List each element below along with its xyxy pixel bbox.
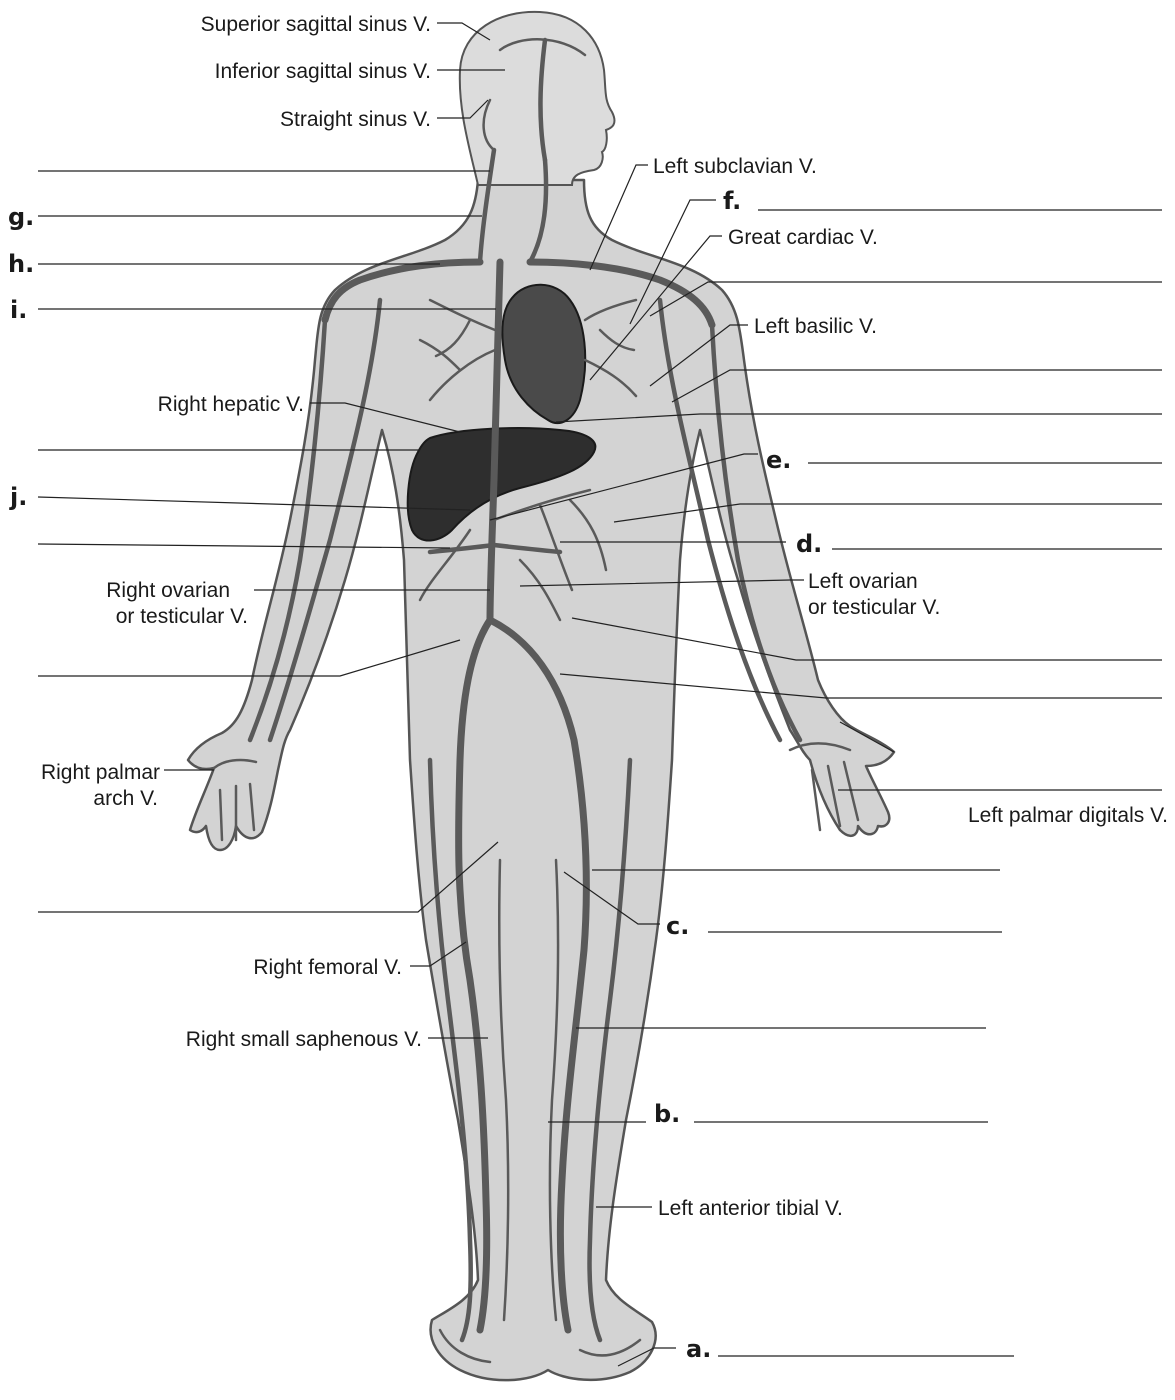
label-left-palmar-digitals: Left palmar digitals V.: [968, 804, 1168, 827]
label-left-ovarian-line1: Left ovarian: [808, 570, 918, 593]
leader-left-right-676: [38, 640, 460, 676]
letter-i: i.: [10, 296, 27, 324]
letter-a: a.: [686, 1335, 711, 1363]
label-right-femoral: Right femoral V.: [253, 956, 402, 979]
label-right-ovarian-line1: Right ovarian: [106, 579, 230, 602]
letter-h: h.: [8, 250, 34, 278]
label-left-ovarian-line2: or testicular V.: [808, 596, 940, 619]
label-great-cardiac: Great cardiac V.: [728, 226, 878, 249]
label-right-hepatic: Right hepatic V.: [158, 393, 304, 416]
label-inferior-sagittal-sinus: Inferior sagittal sinus V.: [215, 60, 431, 83]
label-left-basilic: Left basilic V.: [754, 315, 877, 338]
label-right-palmar-arch-line1: Right palmar: [41, 761, 160, 784]
letter-f: f.: [723, 187, 741, 215]
label-straight-sinus: Straight sinus V.: [280, 108, 431, 131]
label-right-ovarian-line2: or testicular V.: [116, 605, 248, 628]
label-right-small-saphenous: Right small saphenous V.: [186, 1028, 422, 1051]
letter-d: d.: [796, 530, 822, 558]
letter-b: b.: [654, 1100, 680, 1128]
label-right-palmar-arch-line2: arch V.: [93, 787, 158, 810]
label-superior-sagittal-sinus: Superior sagittal sinus V.: [201, 13, 431, 36]
letter-g: g.: [8, 203, 34, 231]
label-left-anterior-tibial: Left anterior tibial V.: [658, 1197, 843, 1220]
letter-j: j.: [9, 483, 27, 511]
body-silhouette: [188, 12, 894, 1380]
letter-c: c.: [666, 912, 689, 940]
label-left-subclavian: Left subclavian V.: [653, 155, 817, 178]
letter-e: e.: [766, 446, 791, 474]
head-outline: [460, 12, 615, 185]
blank-line-left-544: [38, 544, 450, 548]
leader-right-504: [614, 504, 1162, 522]
